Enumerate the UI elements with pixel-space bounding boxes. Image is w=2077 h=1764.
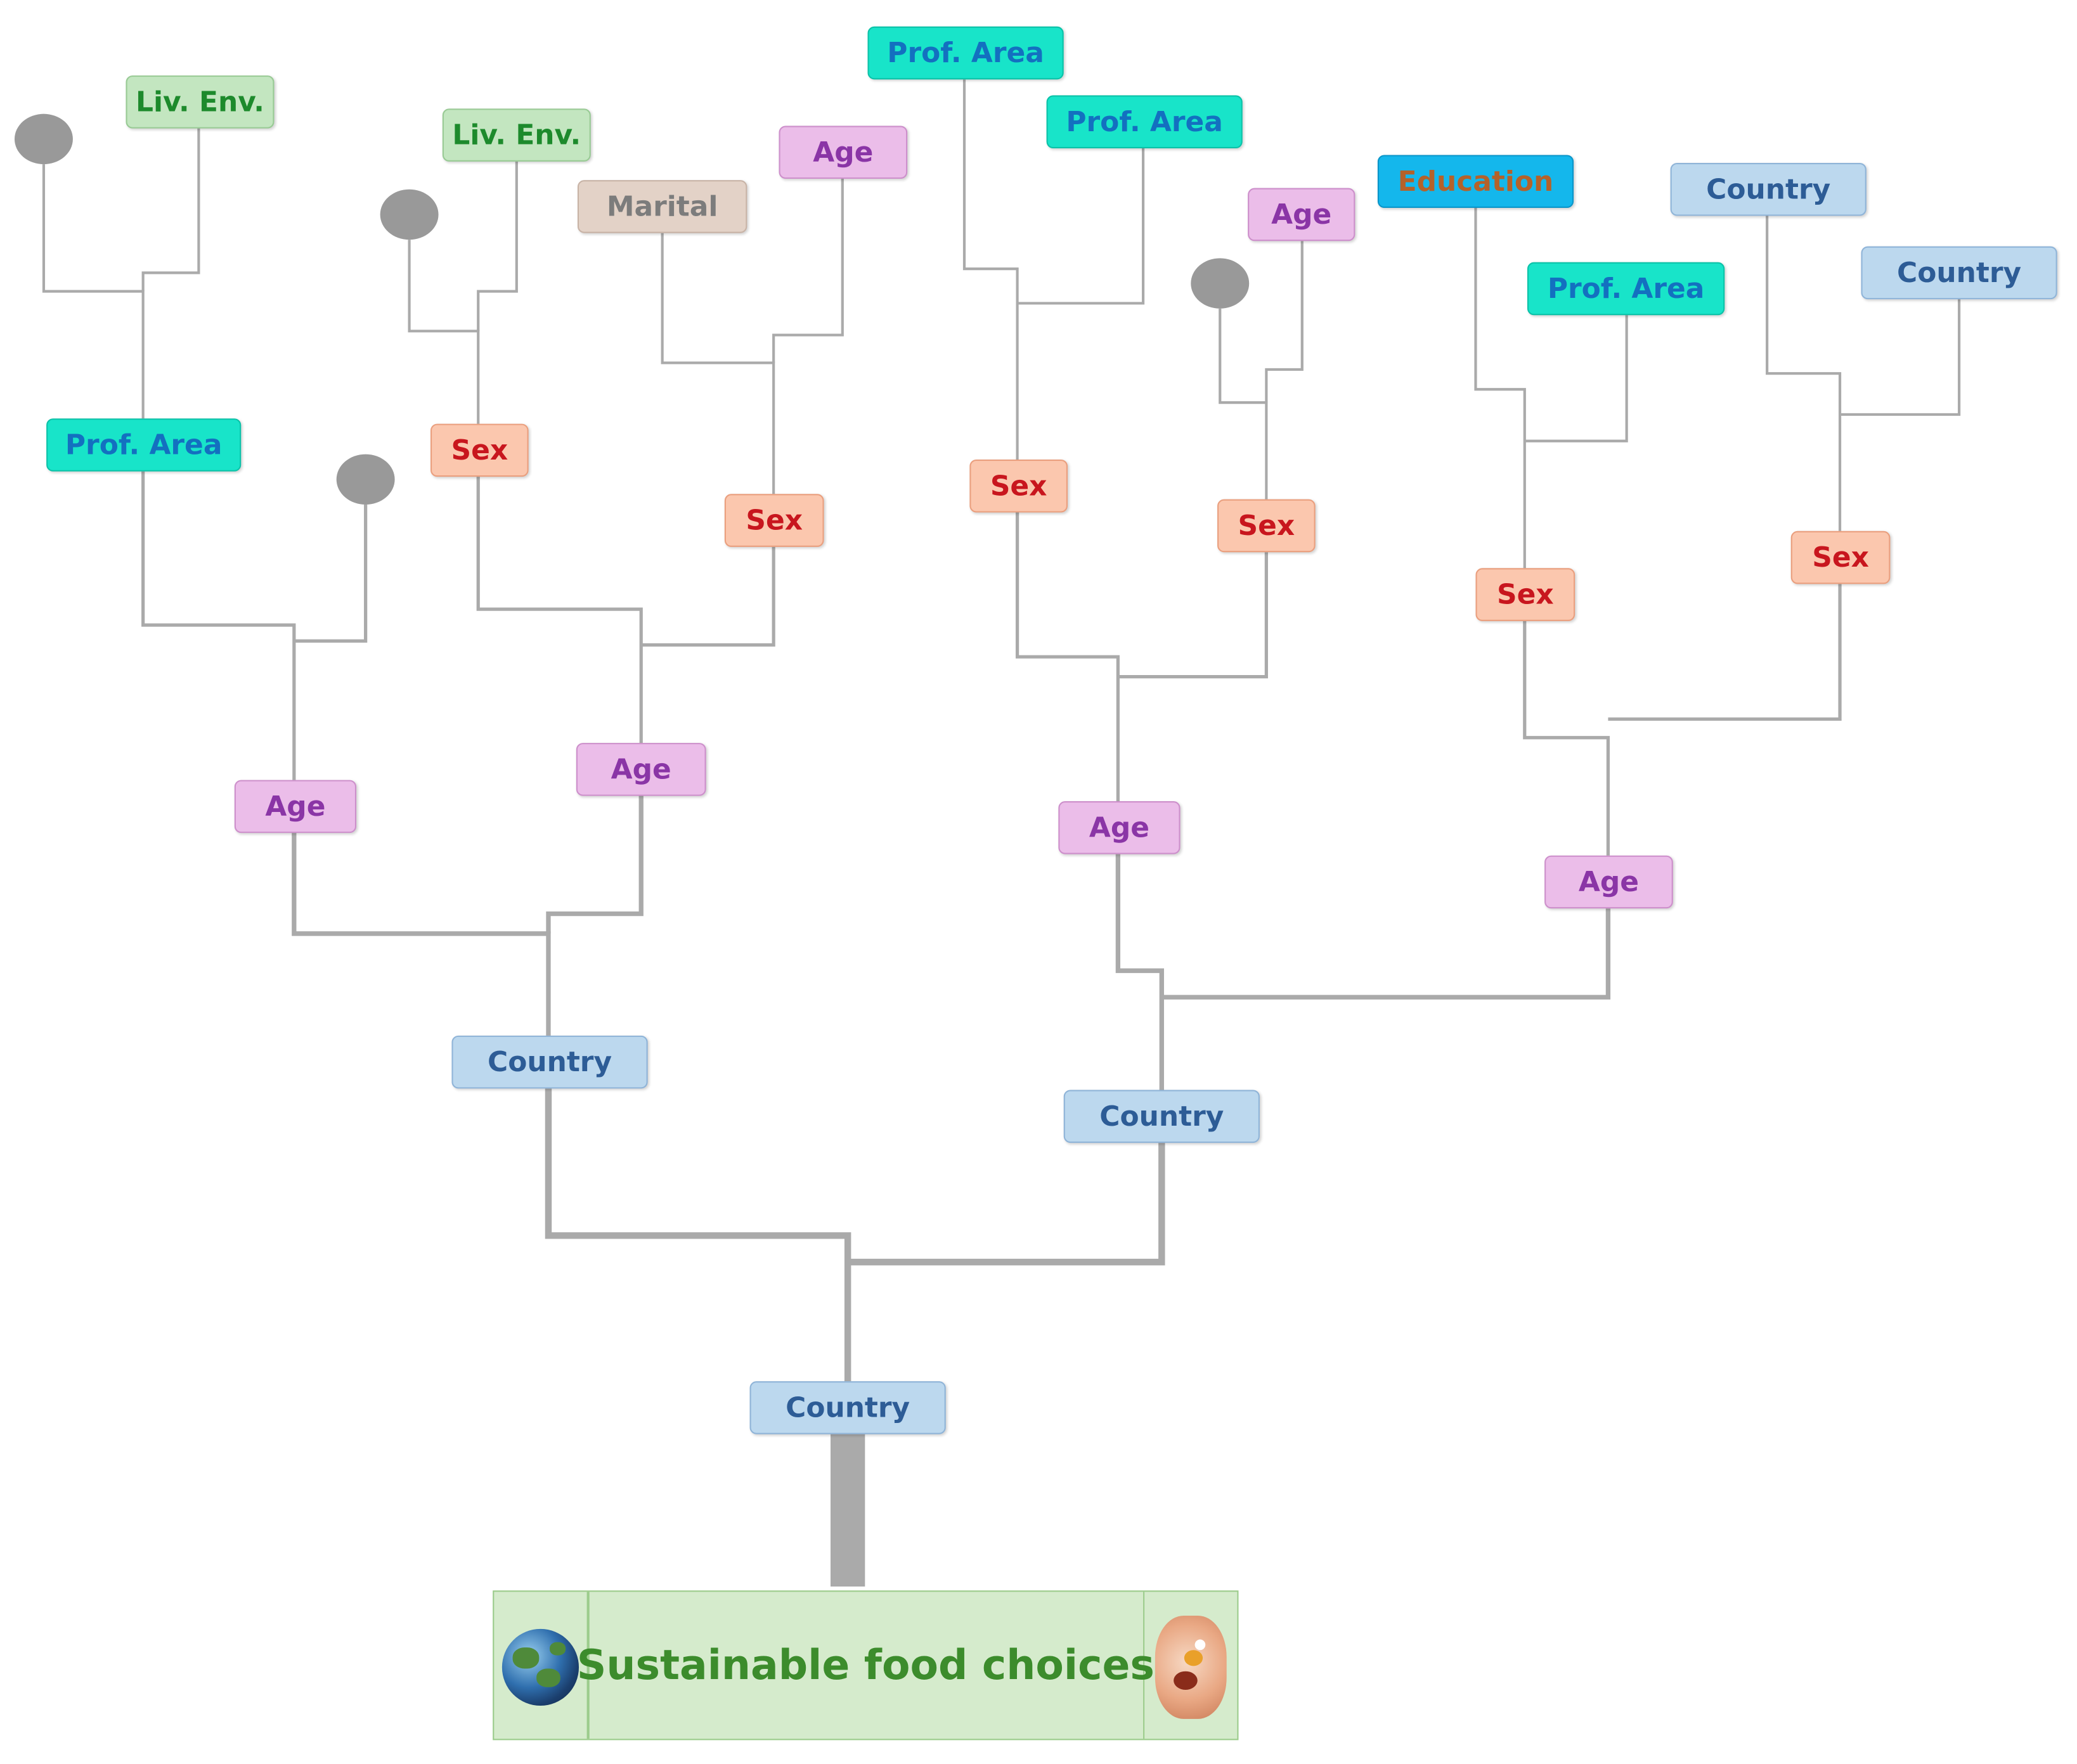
node-sex: Sex — [430, 423, 529, 477]
node-country-right: Country — [1063, 1090, 1260, 1143]
node-marital: Marital — [577, 180, 747, 233]
edge-country-to-right-country — [848, 1143, 1165, 1266]
edge-prof-area-to-leaf — [42, 164, 145, 419]
edge-sex-to-age — [772, 179, 844, 363]
node-country-left: Country — [451, 1035, 648, 1089]
node-prof-area: Prof. Area — [867, 26, 1064, 80]
node-country: Country — [1670, 162, 1867, 216]
node-sex: Sex — [1217, 499, 1316, 553]
node-prof-area: Prof. Area — [1046, 95, 1243, 149]
edge-sex-to-prof-area-3 — [1524, 315, 1628, 442]
edge-right-country-to-age — [1115, 854, 1164, 1090]
node-age: Age — [779, 126, 908, 179]
edge-sex-to-country — [1766, 216, 1842, 531]
root-title: Sustainable food choices — [576, 1641, 1155, 1689]
edge-sex-to-education — [1474, 208, 1526, 569]
edge-sex-to-country-2 — [1840, 299, 1961, 416]
node-liv-env: Liv. Env. — [126, 75, 275, 129]
leaf-node — [1191, 258, 1250, 309]
edge-left-country-to-age — [292, 833, 551, 1036]
edge-sex-to-prof-area — [962, 79, 1019, 460]
edge-right-country-to-age-2 — [1161, 908, 1611, 1000]
leaf-node — [336, 454, 395, 505]
edge-age-to-sex-c — [1015, 512, 1120, 802]
edge-sex-to-liv-env — [477, 161, 518, 332]
node-country-root: Country — [749, 1381, 946, 1434]
edge-age-to-sex-b — [641, 546, 775, 647]
edge-age-to-sex-a — [476, 477, 643, 744]
edge-age-to-leaf — [294, 505, 368, 643]
node-age: Age — [234, 780, 357, 834]
edge-sex-to-leaf — [408, 240, 480, 424]
edge-sex-to-leaf-2 — [1219, 308, 1268, 499]
globe-icon — [501, 1628, 579, 1706]
leaf-node — [14, 113, 73, 165]
edge-prof-area-to-liv-env — [141, 128, 200, 292]
edge-age-to-prof-area — [141, 471, 296, 780]
node-country: Country — [1861, 246, 2057, 300]
edge-sex-to-marital — [661, 233, 775, 494]
node-education: Education — [1377, 155, 1574, 209]
edge-country-to-left-country — [545, 1088, 851, 1382]
edge-age-to-sex-f — [1608, 584, 1842, 721]
edge-sex-to-age-2 — [1265, 241, 1304, 403]
node-sex: Sex — [724, 494, 824, 547]
edge-left-country-to-age-2 — [546, 795, 644, 934]
node-sex: Sex — [1475, 568, 1576, 621]
node-age: Age — [576, 743, 706, 796]
node-sex: Sex — [1790, 531, 1891, 584]
edge-age-to-sex-e — [1523, 621, 1610, 856]
edge-age-to-sex-d — [1118, 552, 1268, 679]
node-age: Age — [1058, 801, 1181, 854]
node-age: Age — [1248, 188, 1356, 241]
edge-sex-to-prof-area-2 — [1017, 148, 1145, 305]
node-sex: Sex — [969, 459, 1068, 513]
food-icon — [1155, 1615, 1227, 1719]
root-node-sustainable-food-choices: Sustainable food choices — [493, 1590, 1239, 1741]
node-liv-env: Liv. Env. — [442, 108, 591, 162]
node-prof-area: Prof. Area — [46, 418, 242, 472]
leaf-node — [380, 189, 439, 240]
node-age: Age — [1544, 855, 1673, 909]
node-prof-area: Prof. Area — [1527, 262, 1725, 316]
